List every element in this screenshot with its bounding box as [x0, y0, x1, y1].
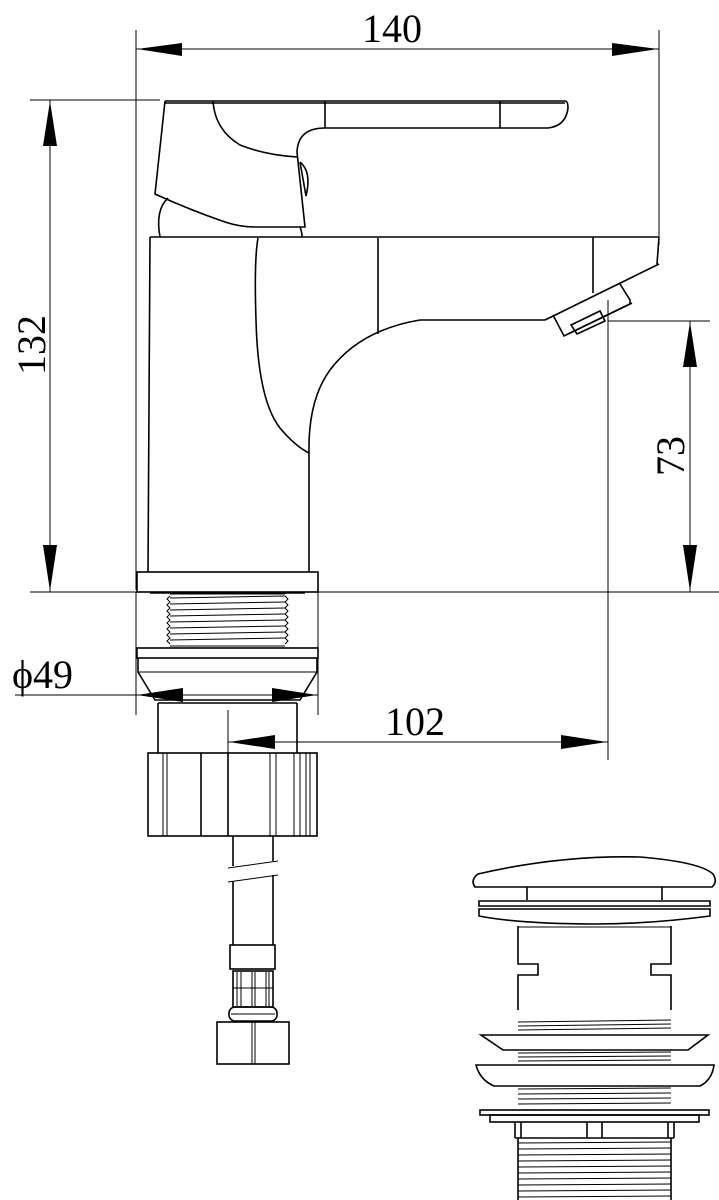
mixer-body	[147, 236, 660, 573]
threaded-shank	[166, 593, 289, 647]
fixing-nut	[147, 702, 318, 837]
dimension-reach-102: 102	[227, 300, 609, 760]
height-label: 132	[9, 315, 54, 375]
flexible-hose	[227, 836, 279, 945]
diameter-label: ϕ49	[12, 652, 73, 697]
spout-aerator	[552, 283, 633, 338]
thread-lines	[169, 595, 286, 647]
spout-height-label: 73	[648, 436, 693, 476]
base-flange	[136, 571, 319, 594]
pop-up-waste	[472, 856, 717, 1200]
reach-label: 102	[385, 699, 445, 744]
dimension-width-140: 140	[135, 6, 660, 590]
fixing-nut-upper	[136, 647, 319, 701]
dimension-height-132: 132	[9, 99, 719, 593]
hose-connector-nut	[216, 944, 290, 1065]
dimension-diameter-49: ϕ49	[12, 592, 319, 715]
lever-handle	[154, 100, 569, 238]
width-label: 140	[362, 6, 422, 51]
dimension-spout-height-73: 73	[608, 320, 710, 592]
